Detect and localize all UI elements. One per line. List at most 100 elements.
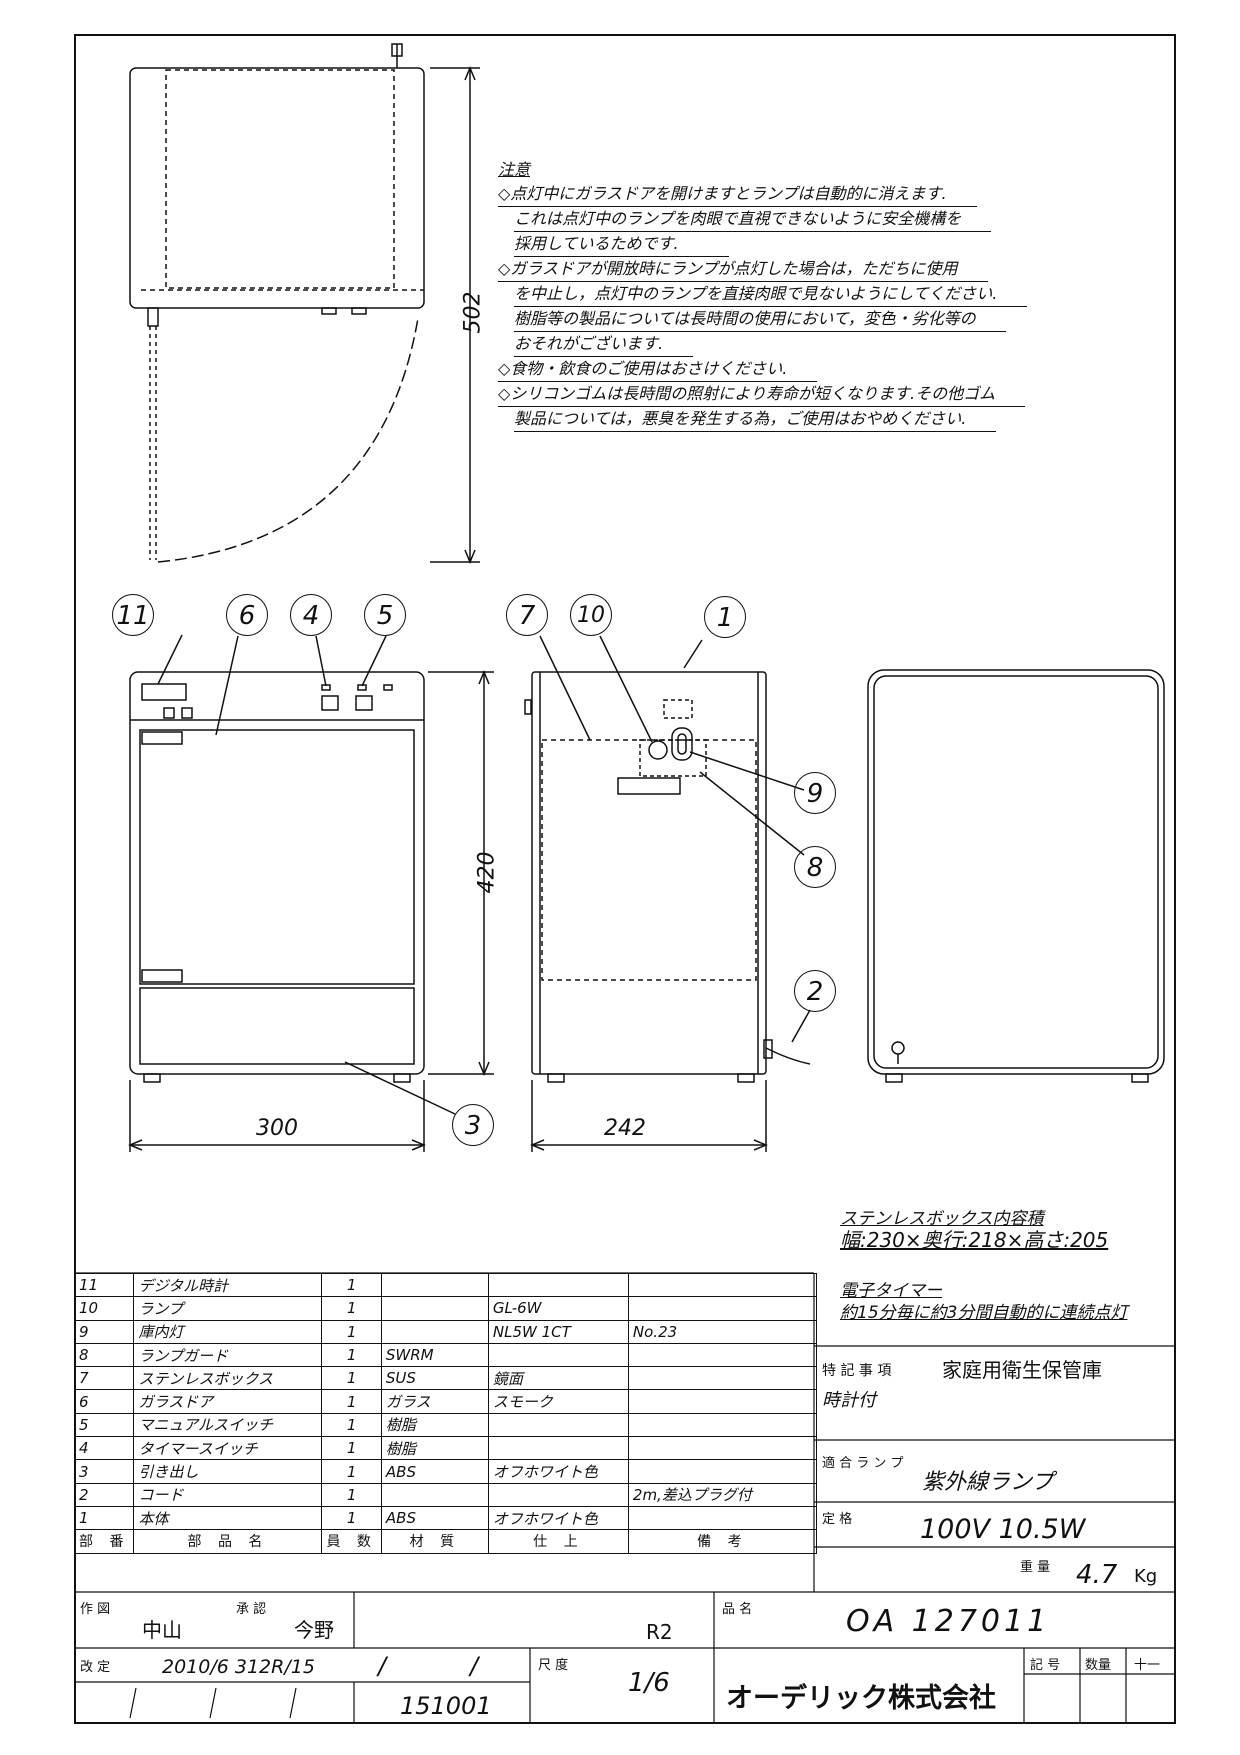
parts-cell-name: デジタル時計 — [133, 1272, 323, 1298]
parts-cell-material: ABS — [380, 1459, 489, 1484]
parts-cell-name: 本体 — [133, 1505, 323, 1531]
parts-cell-name: 庫内灯 — [133, 1319, 323, 1344]
parts-cell-qty: 1 — [321, 1389, 382, 1414]
parts-cell-qty: 1 — [321, 1342, 382, 1368]
parts-header-cell: 備 考 — [627, 1529, 817, 1554]
parts-cell-no: 5 — [73, 1412, 135, 1438]
drawing-sheet — [74, 34, 1176, 1724]
parts-cell-no: 2 — [73, 1482, 135, 1507]
side-view — [524, 635, 811, 1152]
callout-5: 5 — [364, 594, 406, 636]
parts-cell-qty: 1 — [321, 1296, 382, 1321]
dim-front-width: 300 — [256, 1116, 298, 1141]
parts-header-cell: 員 数 — [321, 1529, 382, 1554]
parts-cell-no: 6 — [73, 1389, 135, 1414]
count-label: 数量 — [1085, 1658, 1112, 1673]
parts-cell-no: 8 — [73, 1342, 135, 1368]
special-value: 家庭用衛生保管庫 — [942, 1358, 1102, 1382]
callout-7: 7 — [506, 594, 548, 636]
parts-header-cell: 部 番 — [73, 1529, 135, 1554]
mark-label: 記 号 — [1030, 1658, 1061, 1673]
parts-header-cell: 部 品 名 — [133, 1529, 323, 1554]
box-volume-dims: 幅:230×奥行:218×高さ:205 — [840, 1228, 1109, 1252]
parts-cell-no: 9 — [73, 1319, 135, 1344]
parts-header-cell: 材 質 — [380, 1529, 489, 1554]
doc-number: 151001 — [400, 1692, 492, 1720]
parts-cell-no: 1 — [73, 1505, 135, 1531]
revision: R2 — [646, 1620, 673, 1644]
parts-cell-finish — [487, 1412, 629, 1438]
special-label: 特 記 事 項 — [822, 1363, 892, 1379]
callout-10: 10 — [570, 594, 612, 636]
parts-cell-qty: 1 — [321, 1412, 382, 1438]
parts-cell-material: ABS — [380, 1505, 489, 1531]
parts-cell-no: 4 — [73, 1436, 135, 1461]
drawn-by: 中山 — [142, 1618, 182, 1642]
callout-8: 8 — [794, 846, 836, 888]
parts-cell-qty: 1 — [321, 1319, 382, 1344]
caution-line: 樹脂等の製品については長時間の使用において，変色・劣化等の — [514, 307, 1006, 332]
parts-cell-remarks — [627, 1342, 817, 1368]
parts-cell-material — [380, 1296, 489, 1321]
parts-cell-name: タイマースイッチ — [133, 1436, 323, 1461]
weight-label: 重 量 — [1020, 1560, 1051, 1575]
parts-cell-remarks — [627, 1296, 817, 1321]
parts-cell-remarks: 2m,差込プラグ付 — [627, 1482, 817, 1507]
caution-line: を中止し，点灯中のランプを直接肉眼で見ないようにしてください. — [514, 282, 1028, 307]
change-label: 改 定 — [80, 1660, 111, 1675]
callout-9: 9 — [794, 772, 836, 814]
parts-cell-remarks — [627, 1366, 817, 1391]
approved-by: 今野 — [294, 1618, 334, 1642]
drawn-label: 作 図 — [80, 1602, 111, 1617]
parts-cell-qty: 1 — [321, 1272, 382, 1298]
callout-3: 3 — [452, 1104, 494, 1146]
approved-label: 承 認 — [236, 1602, 267, 1617]
parts-cell-remarks — [627, 1459, 817, 1484]
parts-cell-finish — [487, 1342, 629, 1368]
parts-cell-name: 引き出し — [133, 1459, 323, 1484]
parts-cell-finish — [487, 1436, 629, 1461]
caution-line: 採用しているためです. — [514, 232, 729, 257]
weight-unit: Kg — [1134, 1566, 1158, 1587]
parts-cell-remarks — [627, 1436, 817, 1461]
callout-11: 11 — [112, 594, 154, 636]
parts-cell-no: 3 — [73, 1459, 135, 1484]
caution-line: ◇シリコンゴムは長時間の照射により寿命が短くなります.その他ゴム — [498, 382, 1026, 407]
front-view — [128, 634, 494, 1152]
parts-cell-finish: GL-6W — [487, 1296, 629, 1321]
caution-line: 製品については，悪臭を発生する為，ご使用はおやめください. — [514, 407, 997, 432]
scale-label: 尺 度 — [538, 1658, 569, 1673]
parts-cell-qty: 1 — [321, 1505, 382, 1531]
rear-view — [867, 669, 1165, 1083]
caution-line: ◇ガラスドアが開放時にランプが点灯した場合は，ただちに使用 — [498, 257, 988, 282]
parts-cell-finish: オフホワイト色 — [487, 1505, 629, 1531]
parts-cell-material: 樹脂 — [380, 1436, 489, 1461]
caution-line: ◇食物・飲食のご使用はおさけください. — [498, 357, 818, 382]
caution-line: おそれがございます. — [514, 332, 694, 357]
parts-cell-material: ガラス — [380, 1389, 489, 1414]
parts-cell-remarks — [627, 1389, 817, 1414]
parts-cell-material: 樹脂 — [380, 1412, 489, 1438]
parts-cell-finish: NL5W 1CT — [487, 1319, 629, 1344]
parts-cell-finish — [487, 1272, 629, 1298]
parts-cell-name: ランプガード — [133, 1342, 323, 1368]
parts-cell-remarks: No.23 — [627, 1319, 817, 1344]
lamp-value: 紫外線ランプ — [922, 1470, 1054, 1495]
side-view-open — [129, 43, 480, 564]
callout-6: 6 — [226, 594, 268, 636]
product-code: OA 127011 — [846, 1604, 1051, 1639]
parts-cell-name: ステンレスボックス — [133, 1366, 323, 1391]
parts-cell-remarks — [627, 1505, 817, 1531]
parts-cell-finish: オフホワイト色 — [487, 1459, 629, 1484]
dim-side-width: 242 — [604, 1116, 646, 1141]
weight-value: 4.7 — [1076, 1560, 1118, 1590]
parts-cell-qty: 1 — [321, 1482, 382, 1507]
parts-cell-no: 7 — [73, 1366, 135, 1391]
